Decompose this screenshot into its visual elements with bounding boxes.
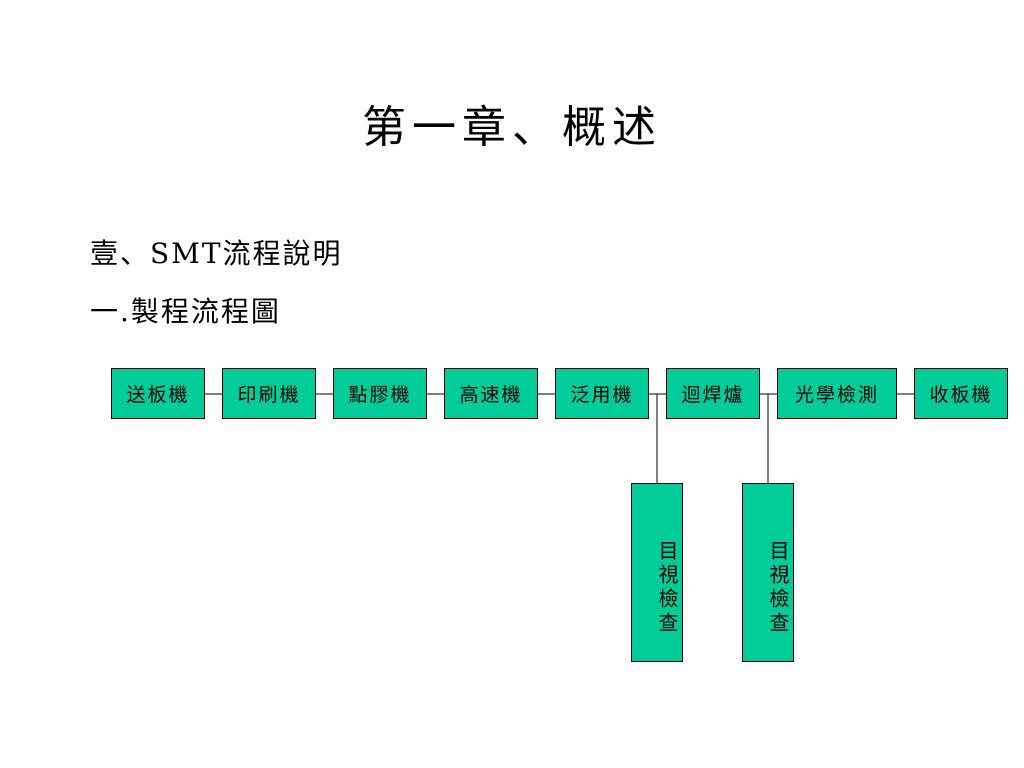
step-box: 泛用機 (555, 368, 649, 419)
section-heading: 壹、SMT流程說明 (90, 237, 343, 270)
step-box: 送板機 (111, 368, 205, 419)
inspection-box: 目視檢查 (631, 483, 683, 662)
step-box: 迴焊爐 (666, 368, 760, 419)
step-box: 高速機 (444, 368, 538, 419)
step-box: 收板機 (914, 368, 1008, 419)
step-box: 光學檢測 (777, 368, 897, 419)
slide-title: 第一章、概述 (362, 102, 662, 153)
section-subheading: 一.製程流程圖 (90, 295, 281, 328)
step-box: 印刷機 (222, 368, 316, 419)
step-box: 點膠機 (333, 368, 427, 419)
inspection-box: 目視檢查 (742, 483, 794, 662)
